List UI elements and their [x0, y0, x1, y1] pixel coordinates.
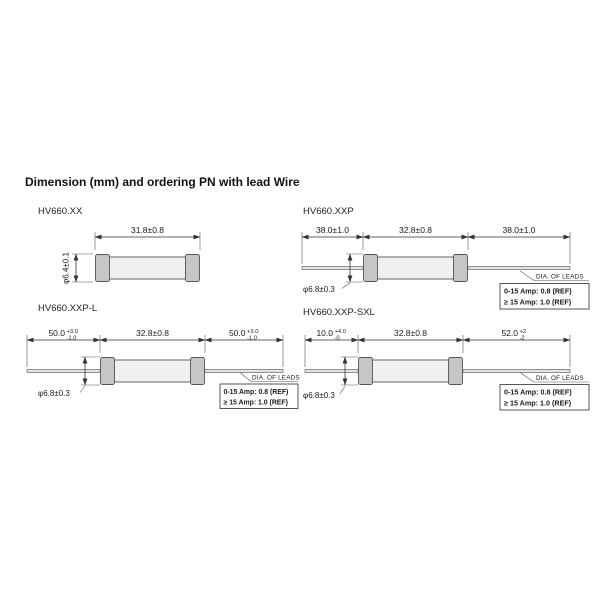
- panel-hv660xxp: HV660.XXP 38.0±1.0 32.8±0.8 38.0±1.0 φ6.…: [301, 206, 590, 310]
- dim-body-length: 32.8±0.8: [136, 328, 169, 338]
- dim-body-length: 31.8±0.8: [131, 225, 164, 235]
- dim-lead-left-tol-dn: -0: [335, 336, 340, 342]
- leader-line: [339, 385, 346, 395]
- leader-line: [79, 385, 86, 393]
- leads-diameter-note: DIA. OF LEADS 0-15 Amp: 0.8 (REF) ≥ 15 A…: [219, 372, 300, 409]
- leads-note-line1: 0-15 Amp: 0.8 (REF): [224, 389, 289, 396]
- dim-lead-right: 38.0±1.0: [502, 225, 535, 235]
- fuse-body: [100, 357, 205, 385]
- lead-wire-left: [26, 369, 101, 373]
- dim-lead-left-tol-up: +4.0: [335, 329, 346, 335]
- dim-body-diameter: φ6.4±0.1: [62, 252, 71, 284]
- leads-diameter-note: DIA. OF LEADS 0-15 Amp: 0.8 (REF) ≥ 15 A…: [499, 372, 590, 411]
- leads-note-box: [499, 384, 590, 411]
- leads-note-heading: DIA. OF LEADS: [252, 375, 300, 382]
- dim-body-length: 32.8±0.8: [394, 328, 427, 338]
- leads-note-line2: ≥ 15 Amp: 1.0 (REF): [504, 399, 572, 408]
- leads-note-box: [219, 383, 299, 409]
- dim-lead-right-tol-dn: -1.0: [247, 336, 257, 342]
- panel-hv660xxp-l: HV660.XXP-L 50.0 +3.0 -1.0 32.8±0.8 50.0…: [26, 303, 300, 409]
- fuse-body: [358, 357, 463, 385]
- leads-note-heading: DIA. OF LEADS: [536, 274, 584, 281]
- leader-line: [341, 282, 351, 289]
- dim-body-length: 32.8±0.8: [399, 225, 432, 235]
- leader-line: [239, 372, 298, 382]
- leads-diameter-note: DIA. OF LEADS 0-15 Amp: 0.8 (REF) ≥ 15 A…: [499, 270, 590, 310]
- part-number-label: HV660.XX: [38, 206, 83, 217]
- leads-note-line1: 0-15 Amp: 0.8 (REF): [504, 287, 572, 296]
- leads-note-line2: ≥ 15 Amp: 1.0 (REF): [224, 400, 288, 407]
- leads-note-line1: 0-15 Amp: 0.8 (REF): [504, 388, 572, 397]
- dim-lead-right-tol-up: +3.0: [247, 329, 258, 335]
- dim-body-diameter: φ6.8±0.3: [303, 391, 335, 400]
- part-number-label: HV660.XXP: [303, 206, 354, 217]
- lead-wire-left: [301, 266, 364, 270]
- dim-lead-left-tol-up: +3.0: [67, 329, 78, 335]
- part-number-label: HV660.XXP-L: [38, 303, 97, 314]
- lead-wire-left: [304, 369, 359, 373]
- panel-hv660xxp-sxl: HV660.XXP-SXL 10.0 +4.0 -0 32.8±0.8 52.0…: [303, 307, 590, 411]
- dim-body-diameter: φ6.8±0.3: [38, 389, 70, 398]
- lead-wire-right: [204, 369, 284, 373]
- dim-lead-right-tol-dn: -2: [520, 336, 525, 342]
- dim-lead-left-value: 50.0: [48, 328, 65, 338]
- page-title: Dimension (mm) and ordering PN with lead…: [25, 175, 300, 189]
- fuse-body: [363, 254, 468, 282]
- dim-body-diameter: φ6.8±0.3: [303, 285, 335, 294]
- leads-note-box: [499, 283, 590, 310]
- fuse-body: [95, 254, 200, 282]
- dim-lead-left-tol-dn: -1.0: [67, 336, 77, 342]
- dim-lead-right-value: 52.0: [501, 328, 518, 338]
- leader-line: [519, 270, 589, 281]
- panel-hv660xx: HV660.XX 31.8±0.8 φ6.4±0.1: [38, 206, 201, 284]
- lead-wire-right: [467, 266, 571, 270]
- dim-lead-right-tol-up: +2: [520, 329, 527, 335]
- dim-lead-left: 38.0±1.0: [316, 225, 349, 235]
- dim-lead-left-value: 10.0: [316, 328, 333, 338]
- leads-note-line2: ≥ 15 Amp: 1.0 (REF): [504, 298, 572, 307]
- lead-wire-right: [462, 369, 571, 373]
- leader-line: [519, 372, 589, 383]
- dim-lead-right-value: 50.0: [229, 328, 246, 338]
- part-number-label: HV660.XXP-SXL: [303, 307, 375, 318]
- leads-note-heading: DIA. OF LEADS: [536, 375, 584, 382]
